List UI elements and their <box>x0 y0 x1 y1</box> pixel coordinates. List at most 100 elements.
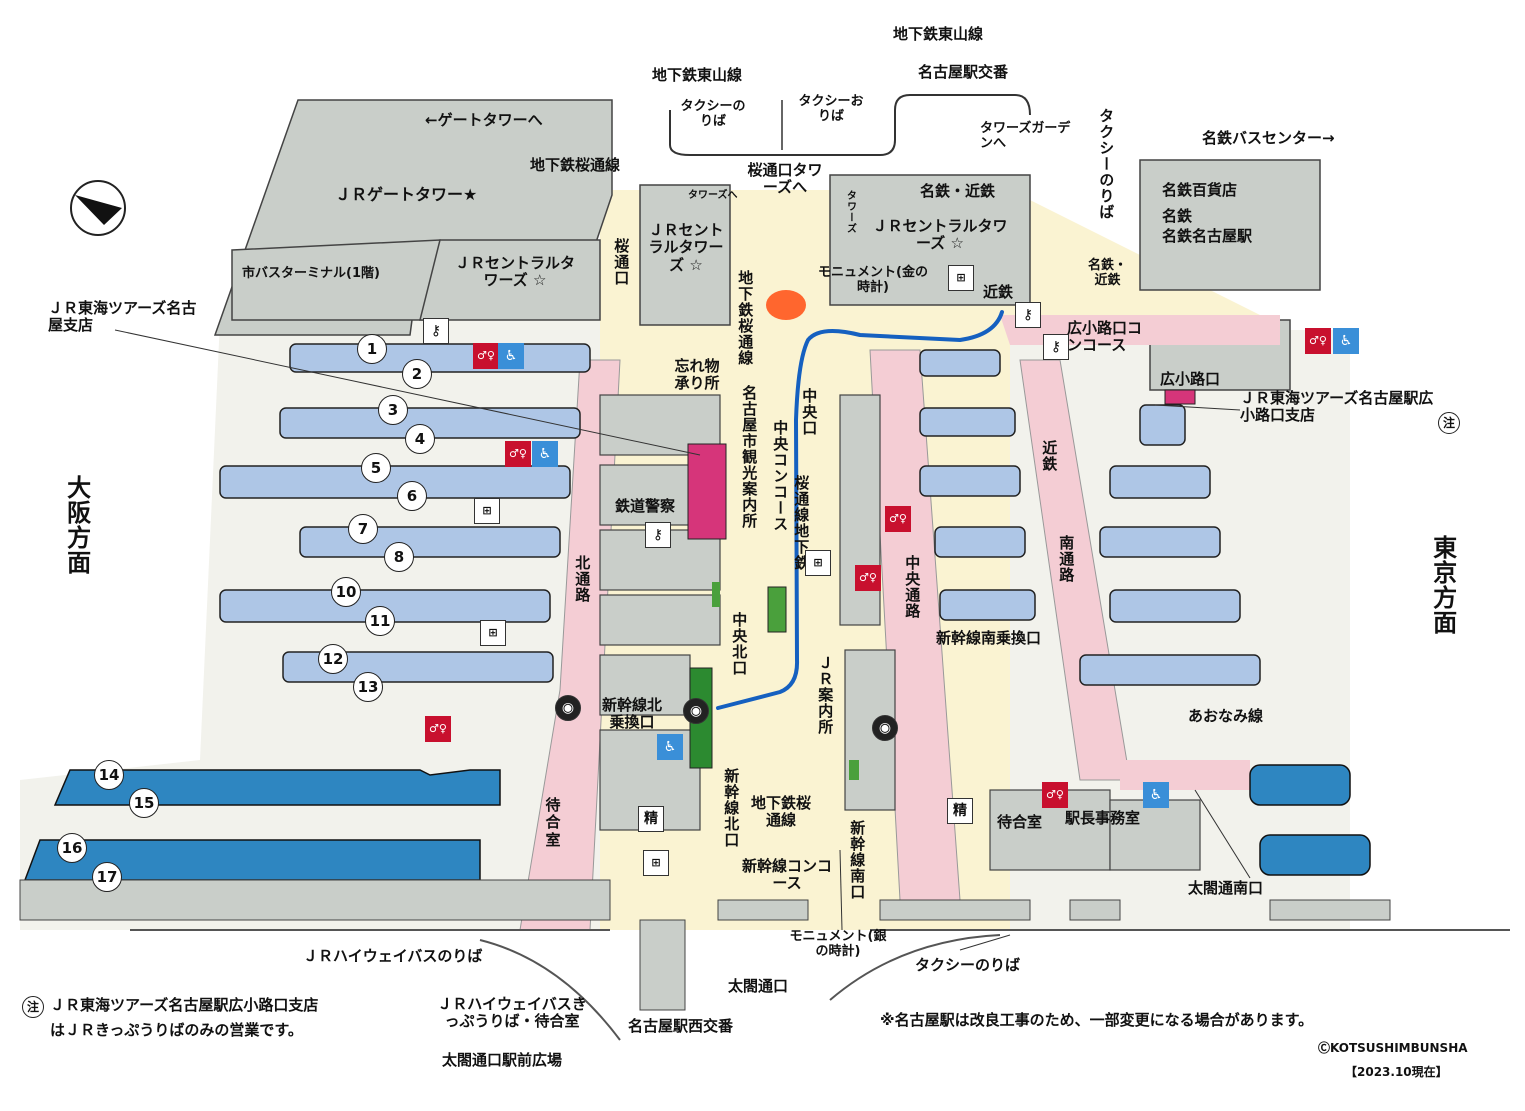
green-marker-3 <box>712 582 720 607</box>
compass-icon <box>70 180 126 236</box>
label-jr-highway-bus-ticket: ＪＲハイウェイバスきっぷうりば・待合室 <box>437 995 587 1031</box>
route-annotation <box>716 310 1004 710</box>
label-shinkansen-south-exit: 新幹線南口 <box>848 820 867 900</box>
label-monument-gold: モニュメント(金の時計) <box>818 265 928 295</box>
label-taiko-plaza: 太閤通口駅前広場 <box>442 1051 563 1069</box>
construction-note: ※名古屋駅は改良工事のため、一部変更になる場合があります。 <box>880 1011 1314 1029</box>
platforms-shinkansen-right <box>1249 764 1371 876</box>
label-central-north-exit: 中央北口 <box>730 612 749 676</box>
label-towers-garden: タワーズガーデンへ <box>980 121 1071 151</box>
key-icon: ⚷ <box>1015 302 1041 328</box>
elevator-icon: ◉ <box>683 698 709 724</box>
label-jr-gate-tower: ＪＲゲートタワー★ <box>335 185 478 204</box>
direction-osaka: 大阪方面 <box>62 475 91 575</box>
platform-15: 15 <box>129 788 159 818</box>
label-central-concourse: 中央コンコース <box>771 420 790 532</box>
label-jr-tours-hirokoji: ＪＲ東海ツアーズ名古屋駅広小路口支店 <box>1240 389 1434 425</box>
footnote-line2: はＪＲきっぷうりばのみの営業です。 <box>50 1021 303 1039</box>
locker-icon: ⊞ <box>805 550 831 576</box>
label-sakuradori-exit: 桜通口 <box>612 238 631 286</box>
label-kintetsu: 近鉄 <box>983 283 1014 301</box>
label-shinkansen-south-transfer: 新幹線南乗換口 <box>936 629 1042 647</box>
toilet-icon: ♂♀ <box>885 506 911 532</box>
label-towers-small: タワーズへ <box>688 190 738 201</box>
label-taxi-oriba: タクシーおりば <box>798 94 864 124</box>
platforms-shinkansen-left <box>23 769 501 881</box>
date-stamp: 【2023.10現在】 <box>1345 1065 1448 1079</box>
bottom-block-3 <box>1069 899 1121 921</box>
bottom-block-1 <box>717 899 809 921</box>
label-towers-vert: タワーズ <box>844 190 856 234</box>
taxi-loop <box>669 94 1031 156</box>
platform-13: 13 <box>353 672 383 702</box>
meitetsu-building <box>1139 159 1321 291</box>
platforms-right <box>919 349 1261 686</box>
label-nagoya-city-info: 名古屋市観光案内所 <box>740 385 759 529</box>
label-meitetsu-bus-center: 名鉄バスセンター→ <box>1202 129 1335 147</box>
toilet-icon: ♂♀ <box>505 441 531 467</box>
label-central-passage: 中央通路 <box>903 555 922 619</box>
green-marker-4 <box>849 760 859 780</box>
toilet-icon: ♂♀ <box>1305 328 1331 354</box>
label-jr-highway-bus: ＪＲハイウェイバスのりば <box>303 947 483 965</box>
gold-clock-marker <box>766 290 806 320</box>
label-shinkansen-concourse: 新幹線コンコース <box>741 857 832 893</box>
label-waiting-room-right: 待合室 <box>997 813 1043 831</box>
platform-5: 5 <box>361 453 391 483</box>
copyright: ⒸKOTSUSHIMBUNSHA <box>1318 1041 1468 1055</box>
bottom-block-4 <box>1269 899 1391 921</box>
label-subway-sakuradori-small: 地下鉄桜通線 <box>750 794 811 830</box>
label-taxi-noriba-bottom: タクシーのりば <box>915 956 1021 974</box>
label-railway-police: 鉄道警察 <box>615 497 676 515</box>
label-nagoya-koban: 名古屋駅交番 <box>918 63 1009 81</box>
label-jr-tours-nagoya: ＪＲ東海ツアーズ名古屋支店 <box>48 299 197 335</box>
accessible-toilet-icon: ♿ <box>657 734 683 760</box>
label-lost-found: 忘れ物承り所 <box>674 357 720 393</box>
label-meitetsu-nagoya: 名鉄名古屋駅 <box>1162 227 1253 245</box>
label-city-bus-terminal: 市バスターミナル(1階) <box>242 266 380 281</box>
platform-11: 11 <box>365 606 395 636</box>
seisan-right: 精 <box>947 798 973 824</box>
label-shinkansen-north-exit: 新幹線北口 <box>722 768 741 848</box>
label-meitetsu-kintetsu-mid: 名鉄・近鉄 <box>1087 258 1127 288</box>
label-sakuradori-subway-vert2: 桜通線地下鉄 <box>792 475 811 571</box>
label-aonami-line: あおなみ線 <box>1188 707 1264 725</box>
label-meitetsu-kintetsu-top: 名鉄・近鉄 <box>920 182 996 200</box>
platform-8: 8 <box>384 542 414 572</box>
locker-icon: ⊞ <box>480 620 506 646</box>
label-meitetsu: 名鉄 <box>1162 207 1193 225</box>
toilet-icon: ♂♀ <box>1042 782 1068 808</box>
platform-7: 7 <box>348 514 378 544</box>
accessible-toilet-icon: ♿ <box>1333 328 1359 354</box>
road-curve-left <box>479 939 621 1041</box>
hirokoji-concourse <box>1000 315 1280 345</box>
label-hirokoji-exit: 広小路口 <box>1160 370 1221 388</box>
label-monument-silver: モニュメント(銀の時計) <box>789 929 887 959</box>
accessible-toilet-icon: ♿ <box>498 343 524 369</box>
label-subway-sakuradori-vert: 地下鉄桜通線 <box>736 270 755 366</box>
toilet-icon: ♂♀ <box>425 716 451 742</box>
elevator-icon: ◉ <box>555 695 581 721</box>
central-towers-mid-building <box>639 184 731 326</box>
platform-2: 2 <box>402 359 432 389</box>
toilet-icon: ♂♀ <box>473 343 499 369</box>
label-subway-sakuradori: 地下鉄桜通線 <box>530 156 621 174</box>
key-icon: ⚷ <box>1043 334 1069 360</box>
label-to-gate-tower: ←ゲートタワーへ <box>425 111 543 129</box>
label-kintetsu-vert: 近鉄 <box>1040 440 1059 472</box>
accessible-toilet-icon: ♿ <box>532 441 558 467</box>
accessible-toilet-icon: ♿ <box>1143 782 1169 808</box>
middle-blocks <box>599 394 1201 871</box>
label-central-exit: 中央口 <box>800 388 819 436</box>
note-mark-right: 注 <box>1438 412 1460 434</box>
platform-17: 17 <box>92 862 122 892</box>
label-central-towers-right: ＪＲセントラルタワーズ ☆ <box>872 217 1008 253</box>
direction-tokyo: 東京方面 <box>1428 535 1457 635</box>
west-koban-building <box>639 919 686 1011</box>
platform-12: 12 <box>318 644 348 674</box>
label-taiko-exit: 太閤通口 <box>728 977 789 995</box>
platform-16: 16 <box>57 833 87 863</box>
south-transfer-passage <box>1120 760 1250 790</box>
road-curve-right <box>829 934 1001 1001</box>
